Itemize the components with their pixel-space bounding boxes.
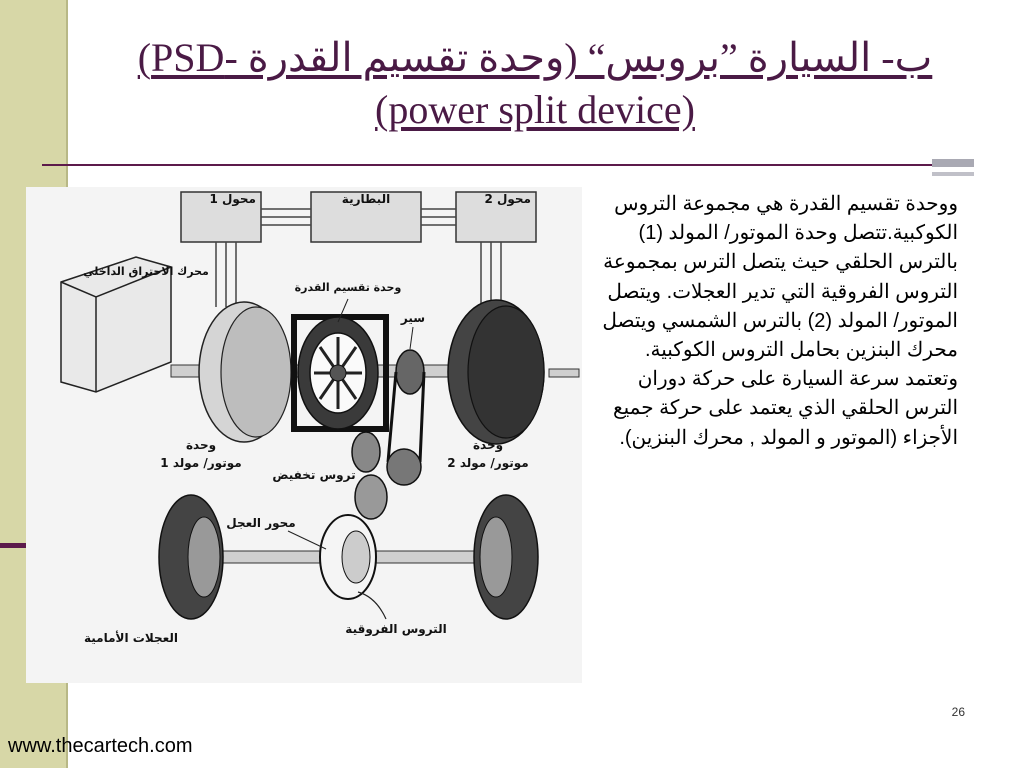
label-differential: التروس الفروقية (345, 622, 446, 637)
slide-title-line1: ب- السيارة ”بروبس“ (وحدة تقسيم القدرة -P… (137, 35, 933, 80)
title-divider (42, 164, 932, 166)
top-wires (215, 208, 502, 307)
label-axle: محور العجل (226, 516, 295, 531)
slide-title-line2: (power split device) (375, 87, 695, 132)
title-divider-accent (932, 159, 974, 167)
reduction-gear-2 (354, 474, 388, 520)
power-split-diagram: محول 1 البطارية محول 2 محرك الاحتراق الد… (26, 187, 582, 683)
label-reduction: تروس تخفيض (272, 468, 355, 483)
label-front-wheels: العجلات الأمامية (84, 630, 178, 645)
label-belt: سير (400, 311, 425, 325)
reduction-pulley (386, 448, 422, 486)
power-split-diagram-svg: محول 1 البطارية محول 2 محرك الاحتراق الد… (60, 191, 580, 645)
label-converter2: محول 2 (484, 192, 531, 207)
label-mg1-line1: وحدة (186, 438, 216, 453)
converter1-box (180, 191, 262, 243)
label-mg2-line1: وحدة (473, 438, 503, 453)
page-number: 26 (951, 705, 965, 719)
label-psd: وحدة تقسيم القدرة (295, 281, 402, 294)
slide-body-text: ووحدة تقسيم القدرة هي مجموعة التروس الكو… (602, 193, 958, 449)
reduction-gear-1 (351, 431, 381, 473)
label-mg2-line2: موتور/ مولد 2 (447, 456, 528, 471)
footer-url: www.thecartech.com (8, 735, 193, 757)
label-converter1: محول 1 (209, 192, 256, 207)
slide-title: ب- السيارة ”بروبس“ (وحدة تقسيم القدرة -P… (95, 32, 975, 136)
label-mg1-line2: موتور/ مولد 1 (160, 456, 241, 471)
label-engine-1: محرك الاحتراق الداخلي (83, 265, 209, 278)
belt-pulley (395, 349, 425, 395)
engine-block (60, 256, 172, 393)
converter2-box (455, 191, 537, 243)
label-battery: البطارية (342, 192, 390, 206)
title-divider-accent-thin (932, 172, 974, 176)
belt (386, 371, 426, 463)
